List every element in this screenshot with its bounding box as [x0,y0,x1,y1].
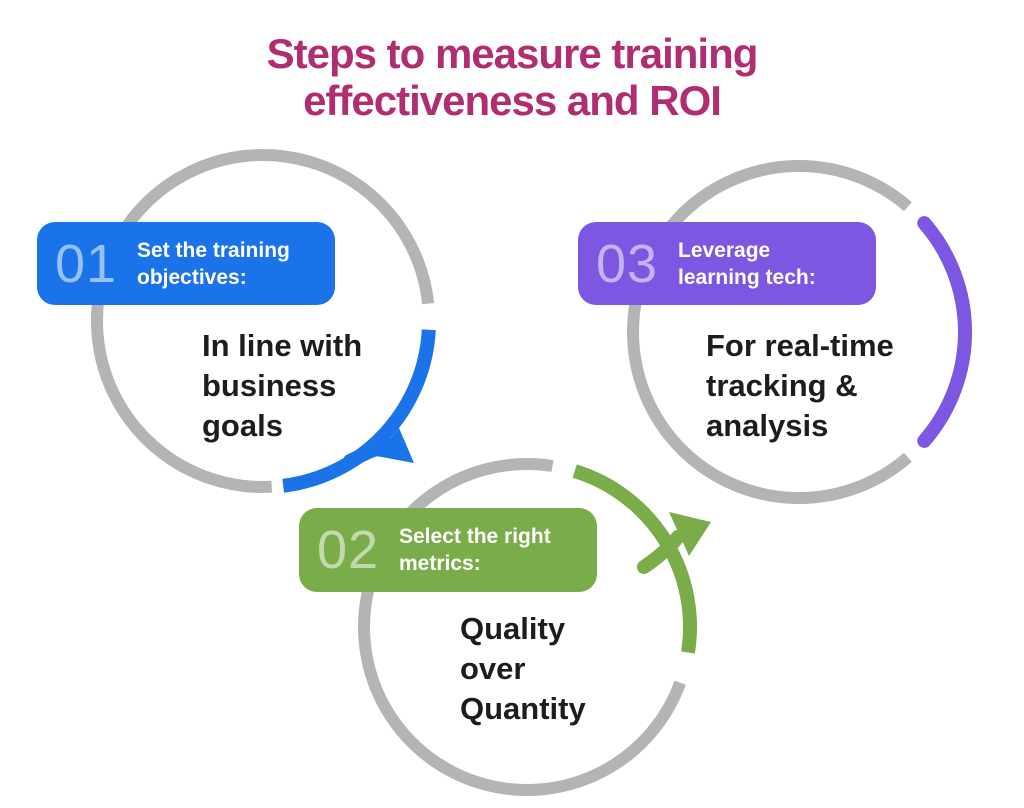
step-01-description: In line with business goals [202,326,362,446]
step-02-desc-line-2: over [460,651,526,686]
progress-arc-step-01 [282,329,436,493]
step-01-label: Set the training objectives: [137,237,290,291]
step-03-number: 03 [596,233,659,294]
step-03-desc-line-3: analysis [706,408,829,443]
step-01-badge: 01 Set the training objectives: [37,222,335,305]
step-01-label-line-2: objectives: [137,265,247,289]
step-02-desc-line-3: Quantity [460,691,586,726]
circle-track-step-02 [358,458,686,796]
step-01-desc-line-3: goals [202,408,283,443]
step-03-label-line-1: Leverage [678,238,771,262]
progress-arc-step-02 [572,464,697,654]
circle-track-step-03 [627,160,912,504]
progress-arc-step-03 [917,216,972,448]
step-03-desc-line-1: For real-time [706,328,894,363]
step-02-label-line-1: Select the right [399,525,551,548]
step-02-label-line-2: metrics: [399,552,481,575]
step-02-description: Quality over Quantity [460,609,586,729]
step-03-label-line-2: learning tech: [678,265,816,289]
arrow-head-icon-step-01 [376,428,414,463]
step-03-desc-line-2: tracking & [706,368,858,403]
step-01-desc-line-2: business [202,368,337,403]
arrow-head-icon-step-02 [669,512,711,556]
step-02-badge: 02 Select the right metrics: [299,508,597,592]
page-title: Steps to measure training effectiveness … [0,30,1024,124]
page-title-line-1: Steps to measure training [266,30,759,77]
arrow-stem-step-02 [637,530,685,574]
step-03-label: Leverage learning tech: [678,237,816,291]
step-02-number: 02 [317,520,380,580]
step-02-label: Select the right metrics: [399,523,551,577]
step-03-badge: 03 Leverage learning tech: [578,222,876,305]
step-01-number: 01 [55,233,118,294]
page-title-line-2: effectiveness and ROI [303,77,722,124]
step-03-description: For real-time tracking & analysis [706,326,894,446]
circle-track-step-01 [91,149,435,494]
step-02-desc-line-1: Quality [460,611,566,646]
step-01-desc-line-1: In line with [202,328,363,363]
step-01-label-line-1: Set the training [137,238,290,262]
